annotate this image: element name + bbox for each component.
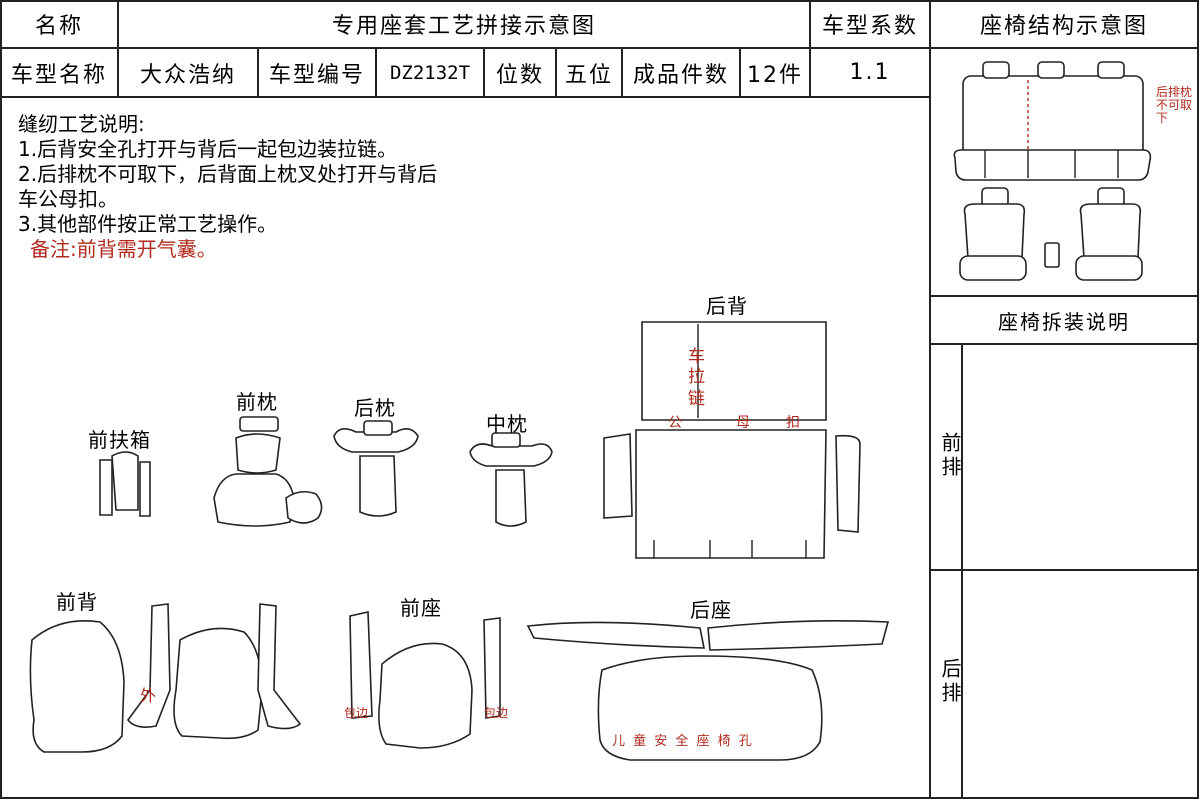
rear-row-label: 后排 — [938, 658, 962, 706]
notes-heading: 缝纫工艺说明: — [18, 112, 145, 136]
rear-headrest-pieces — [333, 420, 419, 517]
label-front-armrest: 前扶箱 — [88, 428, 151, 452]
mark-binding-right: 包边 — [484, 706, 509, 720]
vehicle-coefficient-label: 车型系数 — [821, 14, 918, 39]
note-line-2a: 2.后排枕不可取下，后背面上枕叉处打开与背后 — [18, 162, 438, 186]
disassembly-title: 座椅拆装说明 — [998, 309, 1130, 334]
label-front-seat: 前座 — [400, 596, 442, 620]
note-line-2b: 车公母扣。 — [18, 187, 118, 211]
model-name-value: 大众浩纳 — [139, 62, 236, 88]
mark-snap-button: 扣 — [786, 415, 800, 431]
note-remark: 备注:前背需开气囊。 — [30, 237, 217, 261]
note-line-3: 3.其他部件按正常工艺操作。 — [18, 212, 278, 236]
model-name-label: 车型名称 — [10, 62, 107, 88]
mark-child-seat-hole: 儿 童 安 全 座 椅 孔 — [612, 734, 754, 749]
front-seat-pieces — [349, 611, 501, 749]
rear-bench-sketch — [953, 61, 1152, 181]
vehicle-coefficient-value: 1.1 — [849, 60, 891, 85]
rear-headrest-note: 后排枕不可取下 — [1156, 85, 1193, 125]
mark-zipper-2: 拉 — [688, 367, 705, 387]
sewing-notes: 缝纫工艺说明: 1.后背安全孔打开与背后一起包边装拉链。 2.后排枕不可取下，后… — [18, 112, 437, 262]
rear-seat-pieces — [526, 620, 890, 761]
front-seat-sketches — [959, 187, 1143, 281]
mark-outer: 外 — [140, 686, 157, 705]
note-line-1: 1.后背安全孔打开与背后一起包边装拉链。 — [18, 137, 398, 161]
middle-headrest-pieces — [469, 432, 553, 527]
label-rear-headrest: 后枕 — [354, 396, 396, 420]
label-middle-headrest: 中枕 — [486, 412, 528, 436]
mark-snap-female: 母 — [736, 415, 750, 431]
seat-structure-title: 座椅结构示意图 — [979, 14, 1148, 39]
front-headrest-pieces — [213, 416, 323, 527]
name-label: 名称 — [34, 14, 83, 39]
front-back-pieces — [29, 603, 302, 753]
mark-snap-male: 公 — [668, 415, 682, 431]
mark-zipper-3: 链 — [688, 389, 705, 409]
rear-back-pieces — [603, 321, 861, 559]
piece-count-label: 成品件数 — [632, 62, 729, 88]
seat-count-label: 位数 — [495, 62, 544, 88]
front-row-label: 前排 — [938, 432, 962, 480]
label-rear-seat: 后座 — [690, 598, 732, 622]
model-code-label: 车型编号 — [268, 62, 365, 88]
label-front-back: 前背 — [56, 590, 98, 614]
model-code-value: DZ2132T — [389, 61, 471, 84]
label-front-headrest: 前枕 — [236, 390, 278, 414]
mark-zipper-1: 车 — [688, 347, 705, 367]
piece-count-value: 12件 — [747, 62, 803, 88]
mark-binding-left: 包边 — [344, 706, 369, 720]
document-title: 专用座套工艺拼接示意图 — [331, 14, 596, 39]
label-rear-back: 后背 — [706, 294, 748, 318]
front-armrest-pieces — [99, 451, 151, 517]
seat-count-value: 五位 — [564, 62, 613, 88]
